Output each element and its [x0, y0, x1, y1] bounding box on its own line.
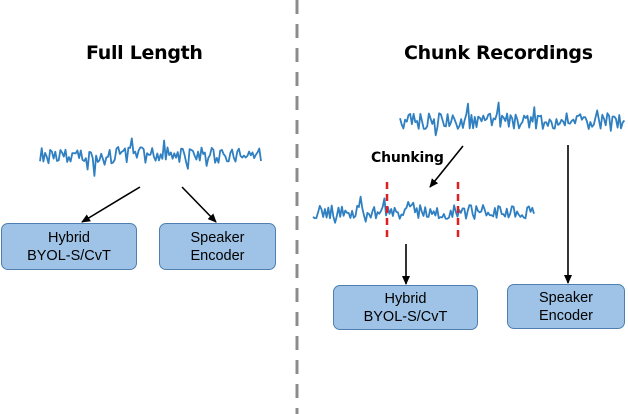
box-label-line1: Hybrid [48, 229, 90, 246]
chunk-recordings-title: Chunk Recordings [404, 42, 593, 64]
box-label-line2: BYOL-S/CvT [27, 247, 111, 264]
arrow-to-hybrid-left [81, 186, 141, 223]
speaker-encoder-box-left: Speaker Encoder [159, 223, 276, 270]
arrow-to-speaker-left [181, 186, 217, 223]
full-length-title: Full Length [86, 42, 203, 64]
hybrid-byol-box-right: Hybrid BYOL-S/CvT [333, 285, 478, 330]
box-label-line2: BYOL-S/CvT [363, 308, 448, 325]
box-label-line2: Encoder [538, 307, 593, 324]
hybrid-byol-box-left: Hybrid BYOL-S/CvT [1, 223, 137, 270]
box-label-line1: Speaker [190, 229, 245, 246]
box-label-line2: Encoder [190, 247, 245, 264]
speaker-encoder-box-right: Speaker Encoder [507, 284, 625, 329]
chunking-arrow [429, 145, 464, 188]
chunking-label: Chunking [371, 150, 444, 166]
box-label-line1: Speaker [538, 289, 593, 306]
chunked-waveform [312, 195, 535, 224]
box-label-line1: Hybrid [384, 290, 427, 307]
full-length-waveform [39, 137, 262, 177]
chunk-source-waveform [399, 101, 626, 137]
